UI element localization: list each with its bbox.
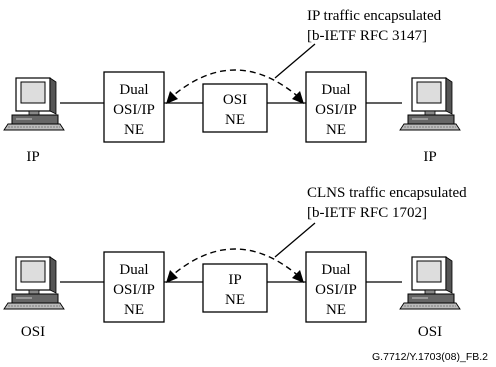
left-ne-line2: OSI/IP	[113, 102, 155, 118]
right-dual-ne-box	[305, 251, 367, 323]
computer-terminal-icon	[3, 256, 65, 310]
callout-line2: [b-IETF RFC 3147]	[307, 28, 427, 44]
middle-ne-box	[202, 83, 268, 133]
middle-ne-line2: NE	[225, 112, 245, 128]
left-ne-line2: OSI/IP	[113, 282, 155, 298]
tunnel-arrowhead-left	[166, 270, 178, 283]
computer-terminal-icon	[399, 77, 461, 131]
computer-terminal-icon	[3, 77, 65, 131]
diagram-bottom: OSI OSI Dual OSI/IP NE IP NE Dual OSI/IP…	[3, 185, 467, 340]
right-endpoint-label: OSI	[418, 324, 442, 340]
callout-line1: CLNS traffic encapsulated	[307, 185, 467, 201]
tunnel-arrowhead-right	[292, 270, 304, 283]
right-ne-line3: NE	[326, 122, 346, 138]
middle-ne-line1: IP	[228, 272, 241, 288]
right-ne-line3: NE	[326, 302, 346, 318]
right-dual-ne-box	[305, 71, 367, 143]
tunnel-arrowhead-left	[166, 91, 178, 104]
computer-terminal-icon	[399, 256, 461, 310]
callout-leader	[274, 222, 316, 258]
left-ne-line1: Dual	[119, 262, 148, 278]
left-ne-line3: NE	[124, 122, 144, 138]
encapsulation-tunnel-arc	[167, 69, 303, 101]
callout-line2: [b-IETF RFC 1702]	[307, 205, 427, 221]
right-ne-line2: OSI/IP	[315, 102, 357, 118]
left-endpoint-label: IP	[26, 149, 39, 165]
right-ne-line2: OSI/IP	[315, 282, 357, 298]
callout-leader	[274, 43, 316, 79]
right-ne-line1: Dual	[321, 82, 350, 98]
left-ne-line3: NE	[124, 302, 144, 318]
encapsulation-tunnel-arc	[167, 248, 303, 280]
middle-ne-line2: NE	[225, 292, 245, 308]
left-endpoint-label: OSI	[21, 324, 45, 340]
tunnel-arrowhead-right	[292, 91, 304, 104]
diagram-top: IP IP Dual OSI/IP NE OSI NE Dual OSI/IP …	[3, 8, 461, 165]
right-ne-line1: Dual	[321, 262, 350, 278]
right-endpoint-label: IP	[423, 149, 436, 165]
middle-ne-line1: OSI	[223, 92, 247, 108]
left-dual-ne-box	[103, 71, 165, 143]
middle-ne-box	[202, 263, 268, 313]
figure-identifier: G.7712/Y.1703(08)_FB.2	[372, 351, 488, 363]
callout-line1: IP traffic encapsulated	[307, 8, 442, 24]
left-dual-ne-box	[103, 251, 165, 323]
left-ne-line1: Dual	[119, 82, 148, 98]
